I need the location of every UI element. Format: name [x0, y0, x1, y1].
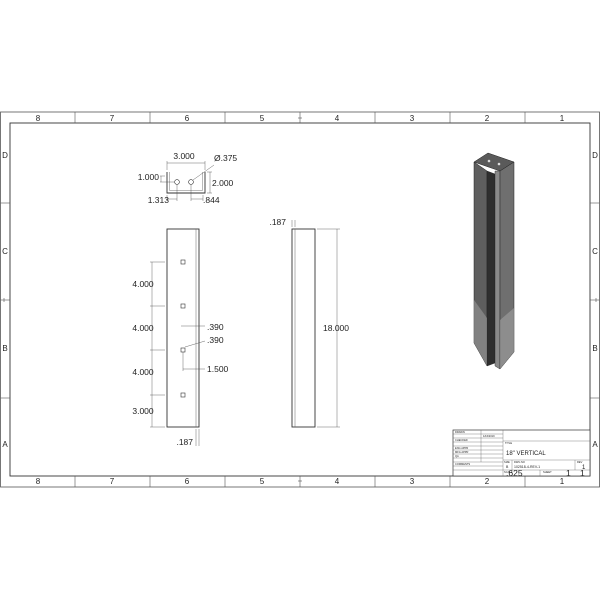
zone-col-top-3: 3	[410, 114, 415, 123]
zone-ticks	[0, 112, 600, 487]
top-view-hole-right	[188, 179, 194, 185]
zone-col-bottom-6: 6	[185, 477, 190, 486]
tb-drawn-date: 1/16/2019	[483, 434, 495, 438]
tb-size: B	[506, 465, 509, 469]
tb-sheet-of: 1	[580, 468, 585, 478]
tb-comments-label: COMMENTS	[455, 462, 470, 466]
zone-row-left-D: D	[2, 151, 8, 160]
zone-row-left-B: B	[2, 344, 7, 353]
zone-row-left-A: A	[2, 440, 8, 449]
front-spacing-2: 4.000	[132, 323, 154, 333]
title-block-frame	[452, 429, 591, 477]
tb-drawn-label: DRAWN	[455, 430, 465, 434]
iso-shading-right	[500, 308, 514, 369]
side-view: .187 18.000	[269, 217, 349, 428]
iso-top-hole-1	[487, 159, 491, 163]
tb-size-label: SIZE	[504, 460, 510, 464]
zone-row-left-C: C	[2, 247, 8, 256]
front-bottom-dim: 3.000	[132, 406, 154, 416]
front-spacing-1: 4.000	[132, 279, 154, 289]
tb-scale-label: SCALE	[504, 470, 513, 474]
tb-mfg-appr-label: MFG APPR	[455, 450, 469, 454]
top-view-channel-outline	[166, 172, 206, 194]
tb-checked-label: CHECKED	[455, 438, 468, 442]
zone-row-right-A: A	[592, 440, 598, 449]
top-view: 3.000 Ø.375 1.000 2.000 1.313 .844	[138, 151, 238, 205]
top-hole-dia-dim: Ø.375	[214, 153, 237, 163]
tb-sheet-label: SHEET	[543, 470, 552, 474]
top-height-dim: 2.000	[212, 178, 234, 188]
isometric-view	[473, 152, 515, 370]
iso-top-hole-2	[497, 162, 501, 166]
top-depth-dim: 1.000	[138, 172, 160, 182]
top-width-dim: 3.000	[173, 151, 195, 161]
front-spacing-3: 4.000	[132, 367, 154, 377]
front-hole-4	[180, 392, 186, 398]
top-view-hole-left	[174, 179, 180, 185]
side-view-outline	[291, 228, 316, 428]
zone-col-bottom-2: 2	[485, 477, 490, 486]
zone-col-top-6: 6	[185, 114, 190, 123]
zone-row-right-B: B	[592, 344, 597, 353]
zone-col-bottom-7: 7	[110, 477, 115, 486]
front-hole-sq-1: .390	[207, 322, 224, 332]
top-view-channel-inner	[169, 172, 203, 191]
tb-sheet: 1	[566, 468, 571, 478]
tb-rev-label: REV	[577, 460, 583, 464]
front-hole-2	[180, 303, 186, 309]
zone-row-right-C: C	[592, 247, 598, 256]
tb-scale: .625	[506, 468, 523, 478]
side-thickness: .187	[269, 217, 286, 227]
iso-shading	[474, 300, 487, 366]
tb-qa-label: QA	[455, 454, 459, 458]
zone-col-bottom-3: 3	[410, 477, 415, 486]
zone-col-top-7: 7	[110, 114, 115, 123]
zone-col-bottom-4: 4	[335, 477, 340, 486]
tb-title-label: TITLE	[505, 441, 512, 445]
front-view: 4.000 4.000 4.000 3.000 .390 .390 1.500 …	[132, 228, 229, 447]
front-view-outline	[166, 228, 200, 428]
title-block: DRAWN 1/16/2019 CHECKED ENG APPR MFG APP…	[452, 429, 591, 478]
front-hole-3	[180, 347, 186, 353]
tb-eng-appr-label: ENG APPR	[455, 446, 468, 450]
zone-col-top-8: 8	[36, 114, 41, 123]
zone-col-top-4: 4	[335, 114, 340, 123]
tb-dwg-no: 102518-4-REV-1	[514, 465, 540, 469]
top-offset-dim: 1.313	[148, 195, 170, 205]
tb-title: 18" VERTICAL	[506, 451, 546, 457]
iso-flange-face	[494, 170, 501, 370]
side-length: 18.000	[323, 323, 349, 333]
tb-rev: 1	[582, 465, 586, 471]
front-thickness: .187	[176, 437, 193, 447]
top-flange-dim: .844	[203, 195, 220, 205]
front-hole-sq-2: .390	[207, 335, 224, 345]
zone-col-bottom-5: 5	[260, 477, 265, 486]
front-hole-offset: 1.500	[207, 364, 229, 374]
zone-col-bottom-8: 8	[36, 477, 41, 486]
zone-col-top-5: 5	[260, 114, 265, 123]
zone-col-top-2: 2	[485, 114, 490, 123]
zone-col-top-1: 1	[560, 114, 565, 123]
zone-col-bottom-1: 1	[560, 477, 565, 486]
tb-dwg-no-label: DWG NO	[514, 460, 525, 464]
front-hole-1	[180, 259, 186, 265]
zone-row-right-D: D	[592, 151, 598, 160]
iso-channel-inner	[486, 170, 496, 367]
